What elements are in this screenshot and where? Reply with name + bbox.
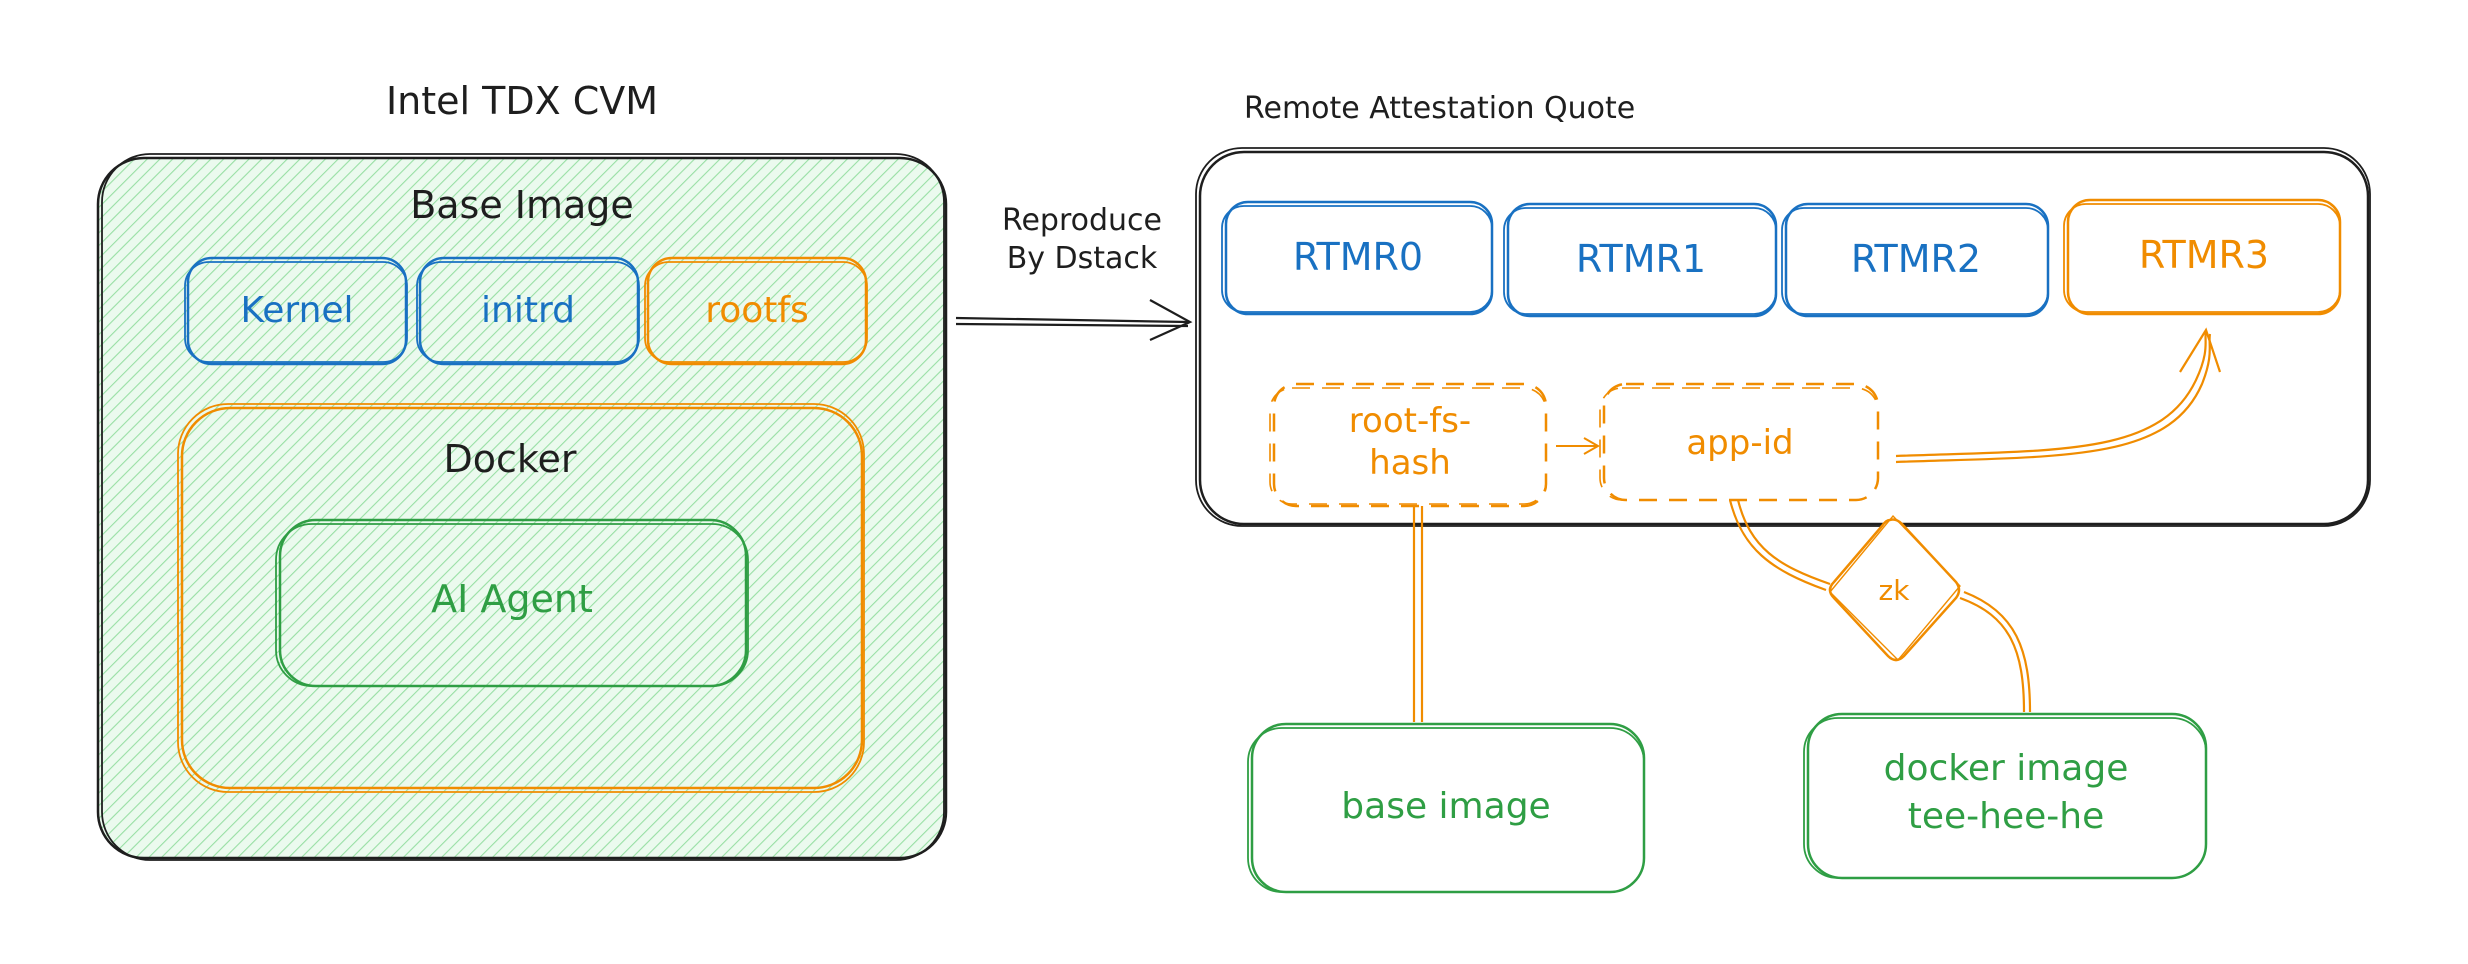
- app-id-box: app-id: [1599, 382, 1880, 502]
- rtmr0-label: RTMR0: [1293, 235, 1423, 279]
- root-fs-hash-box: root-fs- hash: [1269, 382, 1548, 508]
- rtmr0-box: RTMR0: [1221, 200, 1494, 316]
- kernel-box: Kernel: [184, 256, 408, 366]
- rootfs-box: rootfs: [644, 256, 868, 366]
- ai-agent-box: AI Agent: [275, 518, 749, 688]
- appid-to-rtmr3-arrow: [1895, 327, 2222, 464]
- app-id-label: app-id: [1686, 423, 1793, 463]
- cvm-title: Intel TDX CVM: [386, 79, 658, 123]
- initrd-box: initrd: [416, 256, 640, 366]
- rtmr2-label: RTMR2: [1851, 237, 1981, 281]
- docker-image-box: docker image tee-hee-he: [1803, 712, 2208, 880]
- ai-agent-label: AI Agent: [431, 577, 593, 621]
- hash-to-appid-arrow: [1556, 437, 1601, 455]
- quote-container: [1195, 147, 2371, 527]
- initrd-label: initrd: [481, 290, 575, 331]
- base-image-label: Base Image: [410, 183, 634, 227]
- root-fs-hash-line1: root-fs-: [1349, 401, 1471, 441]
- rootfs-label: rootfs: [705, 290, 809, 331]
- reproduce-arrow: [955, 299, 1193, 342]
- docker-image-line1: docker image: [1884, 748, 2129, 789]
- quote-title: Remote Attestation Quote: [1244, 91, 1635, 126]
- hash-to-base-image-line: [1412, 506, 1424, 722]
- rtmr3-box: RTMR3: [2063, 198, 2342, 316]
- kernel-label: Kernel: [240, 290, 353, 331]
- by-dstack-label: By Dstack: [1007, 241, 1158, 276]
- reproduce-label: Reproduce: [1002, 203, 1162, 238]
- root-fs-hash-line2: hash: [1369, 443, 1451, 483]
- rtmr1-box: RTMR1: [1503, 202, 1778, 318]
- zk-diamond: zk: [1828, 514, 1961, 662]
- docker-image-line2: tee-hee-he: [1908, 796, 2104, 837]
- rtmr1-label: RTMR1: [1576, 237, 1706, 281]
- zk-label: zk: [1879, 574, 1911, 607]
- base-image-source-label: base image: [1341, 786, 1550, 827]
- appid-to-zk-line: [1728, 499, 1831, 592]
- docker-box: [177, 403, 865, 793]
- rtmr3-label: RTMR3: [2139, 233, 2269, 277]
- base-image-box: base image: [1247, 722, 1646, 894]
- zk-to-docker-image-line: [1959, 590, 2032, 713]
- docker-label: Docker: [443, 437, 576, 481]
- cvm-container: [96, 153, 948, 861]
- rtmr2-box: RTMR2: [1781, 202, 2050, 318]
